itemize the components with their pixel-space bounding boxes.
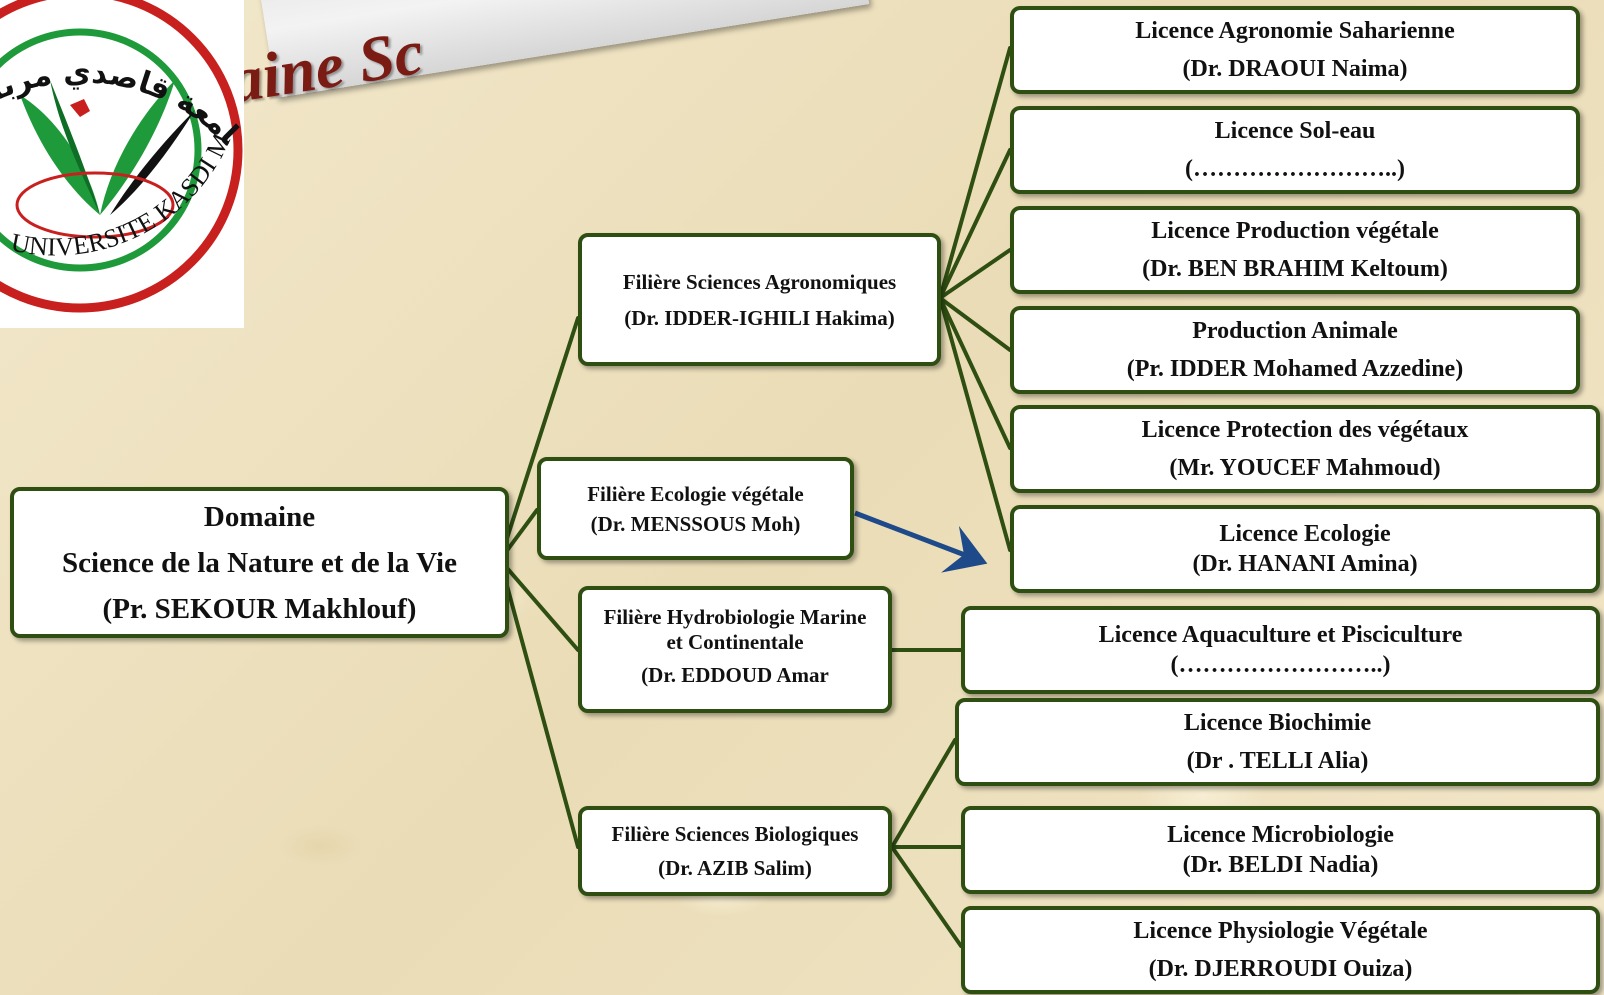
licence-2-head: (……………………..) xyxy=(1185,156,1405,182)
licence-5-head: (Mr. YOUCEF Mahmoud) xyxy=(1169,455,1441,481)
licence-3-title: Licence Production végétale xyxy=(1151,218,1439,244)
licence-3-head: (Dr. BEN BRAHIM Keltoum) xyxy=(1142,256,1448,282)
licence-6-title: Licence Ecologie xyxy=(1219,521,1391,547)
node-licence-microbiologie: Licence Microbiologie (Dr. BELDI Nadia) xyxy=(961,806,1600,894)
licence-2-title: Licence Sol-eau xyxy=(1214,118,1376,144)
connector-agro-licence-4 xyxy=(938,296,1012,352)
licence-4-title: Production Animale xyxy=(1192,318,1398,344)
node-filiere-biologiques: Filière Sciences Biologiques (Dr. AZIB S… xyxy=(578,806,892,896)
licence-1-title: Licence Agronomie Saharienne xyxy=(1135,18,1455,44)
connector-agro-licence-1 xyxy=(938,46,1012,300)
node-production-animale: Production Animale (Pr. IDDER Mohamed Az… xyxy=(1010,306,1580,394)
licence-10-head: (Dr. DJERROUDI Ouiza) xyxy=(1148,956,1413,982)
filiere-agronomie-head: (Dr. IDDER-IGHILI Hakima) xyxy=(624,305,895,330)
filiere-hydro-title-2: et Continentale xyxy=(666,629,804,654)
node-licence-sol-eau: Licence Sol-eau (……………………..) xyxy=(1010,106,1580,194)
licence-6-head: (Dr. HANANI Amina) xyxy=(1192,551,1418,577)
university-logo-emblem: جامعة قاصدي مرباح UNIVERSITE KASDI MERBA… xyxy=(0,0,246,313)
filiere-hydro-title-1: Filière Hydrobiologie Marine xyxy=(603,604,867,629)
filiere-bio-title: Filière Sciences Biologiques xyxy=(611,822,859,846)
filiere-agronomie-title: Filière Sciences Agronomiques xyxy=(622,269,897,294)
licence-9-title: Licence Microbiologie xyxy=(1167,822,1394,848)
root-line-3: (Pr. SEKOUR Makhlouf) xyxy=(102,592,417,625)
filiere-ecologie-head: (Dr. MENSSOUS Moh) xyxy=(590,511,801,536)
filiere-ecologie-title: Filière Ecologie végétale xyxy=(587,481,804,506)
licence-9-head: (Dr. BELDI Nadia) xyxy=(1182,852,1379,878)
licence-10-title: Licence Physiologie Végétale xyxy=(1133,918,1428,944)
filiere-bio-head: (Dr. AZIB Salim) xyxy=(658,856,812,880)
licence-7-head: (……………………..) xyxy=(1170,652,1391,678)
node-filiere-hydrobiologie: Filière Hydrobiologie Marine et Continen… xyxy=(578,586,892,713)
university-logo: جامعة قاصدي مرباح UNIVERSITE KASDI MERBA… xyxy=(0,0,246,328)
connector-bio-biochimie xyxy=(890,738,957,849)
node-licence-biochimie: Licence Biochimie (Dr . TELLI Alia) xyxy=(955,698,1600,786)
connector-root-agronomie xyxy=(498,316,580,562)
licence-8-title: Licence Biochimie xyxy=(1183,710,1372,736)
connector-bio-physiologie xyxy=(890,845,963,948)
licence-5-title: Licence Protection des végétaux xyxy=(1141,417,1469,443)
connector-agro-licence-5 xyxy=(938,296,1012,450)
root-line-2: Science de la Nature et de la Vie xyxy=(62,546,457,579)
node-filiere-ecologie: Filière Ecologie végétale (Dr. MENSSOUS … xyxy=(537,457,854,560)
connector-agro-licence-2 xyxy=(938,148,1012,300)
node-domaine-root: Domaine Science de la Nature et de la Vi… xyxy=(10,487,509,638)
licence-1-head: (Dr. DRAOUI Naima) xyxy=(1182,56,1408,82)
licence-4-head: (Pr. IDDER Mohamed Azzedine) xyxy=(1126,356,1464,382)
node-licence-ecologie: Licence Ecologie (Dr. HANANI Amina) xyxy=(1010,505,1600,593)
node-licence-physiologie-vegetale: Licence Physiologie Végétale (Dr. DJERRO… xyxy=(961,906,1600,994)
licence-7-title: Licence Aquaculture et Pisciculture xyxy=(1098,622,1463,648)
node-licence-agronomie-saharienne: Licence Agronomie Saharienne (Dr. DRAOUI… xyxy=(1010,6,1580,94)
arrow-ecologie-to-licence xyxy=(854,510,988,573)
connector-root-hydrobiologie xyxy=(498,558,580,652)
connector-agro-licence-6 xyxy=(938,296,1012,552)
filiere-hydro-head: (Dr. EDDOUD Amar xyxy=(641,662,829,687)
node-filiere-agronomie: Filière Sciences Agronomiques (Dr. IDDER… xyxy=(578,233,941,366)
node-licence-production-vegetale: Licence Production végétale (Dr. BEN BRA… xyxy=(1010,206,1580,294)
licence-8-head: (Dr . TELLI Alia) xyxy=(1186,748,1369,774)
connector-agro-licence-3 xyxy=(938,248,1012,300)
node-licence-aquaculture: Licence Aquaculture et Pisciculture (………… xyxy=(961,606,1600,694)
root-line-1: Domaine xyxy=(203,500,316,533)
node-licence-protection-vegetaux: Licence Protection des végétaux (Mr. YOU… xyxy=(1010,405,1600,493)
connector-root-biologiques xyxy=(498,558,580,849)
